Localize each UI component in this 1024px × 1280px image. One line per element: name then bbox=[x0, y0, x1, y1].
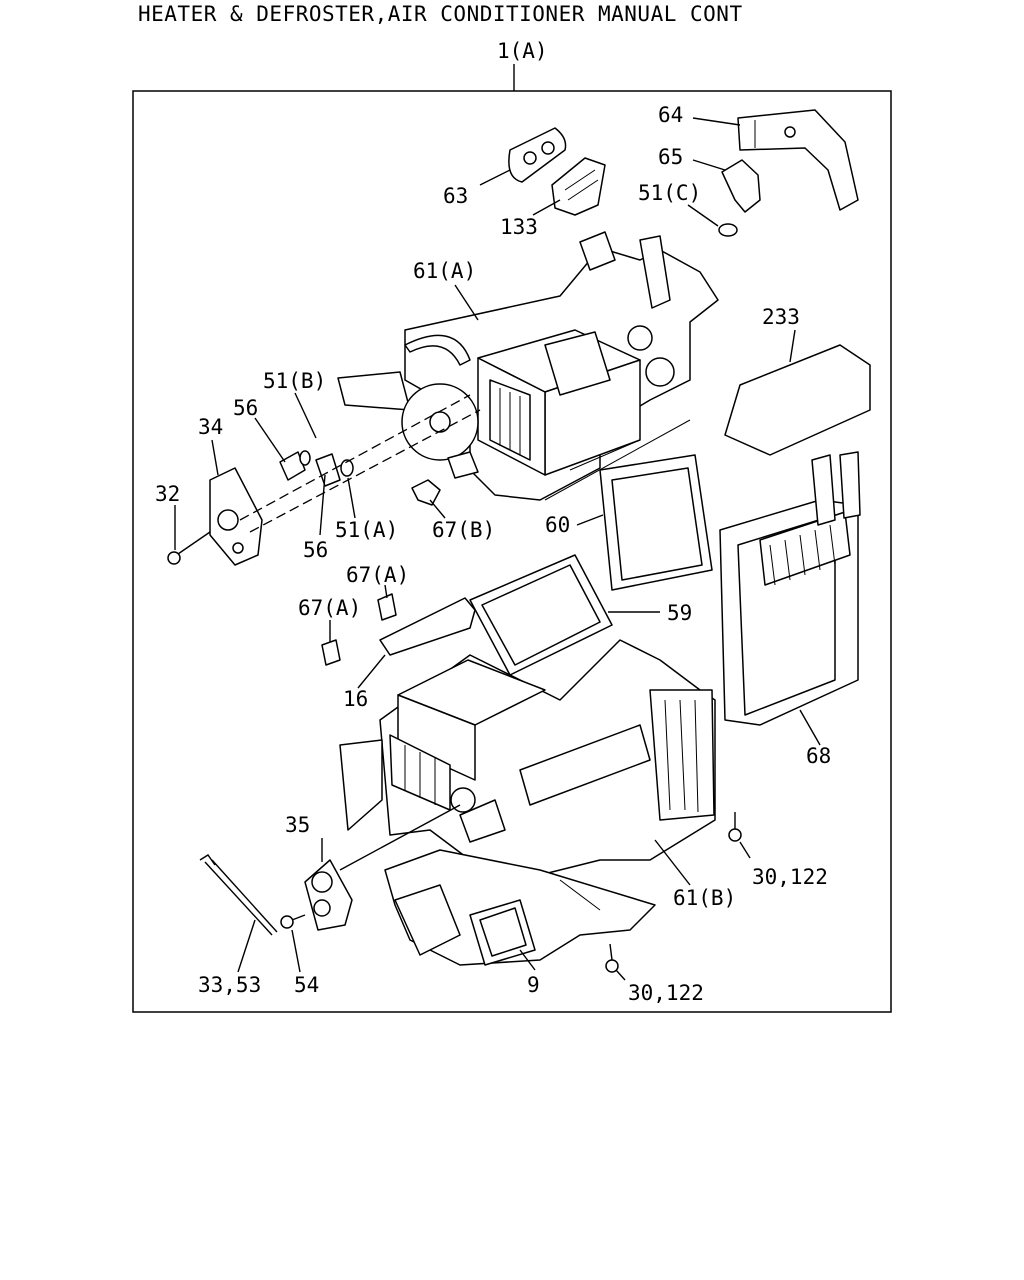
clip-67b bbox=[411, 479, 441, 506]
seal-59 bbox=[469, 554, 613, 676]
case-9 bbox=[384, 849, 656, 966]
label-30-122-bottom: 30,122 bbox=[628, 981, 704, 1005]
label-assembly-1a: 1(A) bbox=[497, 39, 548, 63]
label-16: 16 bbox=[343, 687, 368, 711]
duct-133 bbox=[551, 157, 606, 216]
diagram-frame bbox=[132, 90, 892, 1013]
screw-54 bbox=[280, 914, 306, 929]
label-60: 60 bbox=[545, 513, 570, 537]
label-61a: 61(A) bbox=[413, 259, 476, 283]
rod-33-53 bbox=[199, 854, 278, 936]
label-33-53: 33,53 bbox=[198, 973, 261, 997]
gasket-63 bbox=[508, 127, 567, 183]
label-56-upper: 56 bbox=[233, 396, 258, 420]
label-54: 54 bbox=[294, 973, 319, 997]
label-233: 233 bbox=[762, 305, 800, 329]
screw-32 bbox=[167, 531, 211, 565]
label-35: 35 bbox=[285, 813, 310, 837]
label-63: 63 bbox=[443, 184, 468, 208]
label-59: 59 bbox=[667, 601, 692, 625]
page-title: HEATER & DEFROSTER,AIR CONDITIONER MANUA… bbox=[138, 2, 743, 26]
label-51a: 51(A) bbox=[335, 518, 398, 542]
heater-core-68 bbox=[719, 451, 861, 726]
filter-60 bbox=[599, 454, 713, 591]
label-64: 64 bbox=[658, 103, 683, 127]
screw-30-122-b bbox=[605, 943, 619, 973]
label-51c: 51(C) bbox=[638, 181, 701, 205]
callout-labels: 1(A) 64 65 51(C) 63 133 61(A) 233 51(B) … bbox=[155, 39, 831, 1005]
label-65: 65 bbox=[658, 145, 683, 169]
label-56-lower: 56 bbox=[303, 538, 328, 562]
clip-67a-2 bbox=[321, 639, 341, 666]
label-67b: 67(B) bbox=[432, 518, 495, 542]
label-9: 9 bbox=[527, 973, 540, 997]
label-67a-upper: 67(A) bbox=[346, 563, 409, 587]
label-68: 68 bbox=[806, 744, 831, 768]
duct-16 bbox=[379, 597, 476, 656]
screw-30-122-a bbox=[728, 812, 742, 842]
lever-34 bbox=[209, 467, 263, 566]
upper-case-61a bbox=[337, 231, 719, 501]
ring-51c bbox=[718, 223, 738, 237]
label-30-122-right: 30,122 bbox=[752, 865, 828, 889]
label-67a-lower: 67(A) bbox=[298, 596, 361, 620]
lower-case-61b bbox=[339, 639, 716, 881]
label-34: 34 bbox=[198, 415, 223, 439]
clip-65 bbox=[721, 159, 761, 213]
label-133: 133 bbox=[500, 215, 538, 239]
bracket-64 bbox=[737, 109, 859, 211]
label-32: 32 bbox=[155, 482, 180, 506]
link-parts-56-51 bbox=[239, 394, 481, 533]
cover-233 bbox=[724, 344, 871, 456]
leader-lines bbox=[174, 117, 821, 981]
label-51b: 51(B) bbox=[263, 369, 326, 393]
actuator-35 bbox=[304, 804, 461, 931]
label-61b: 61(B) bbox=[673, 886, 736, 910]
